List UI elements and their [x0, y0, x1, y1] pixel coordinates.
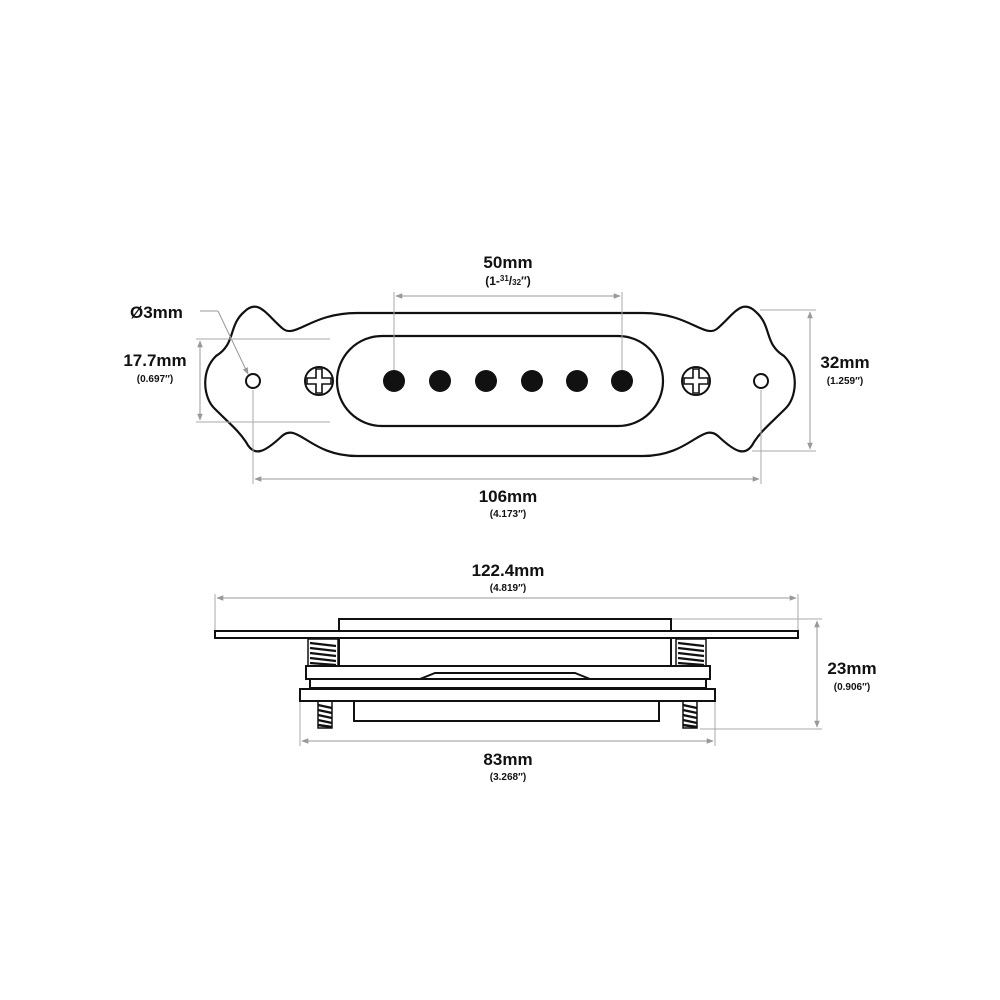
depth-dimension: 23mm (0.906″) — [672, 618, 877, 730]
pole-piece — [521, 370, 543, 392]
inner-height-imperial: (0.697″) — [137, 374, 173, 385]
overall-length-imperial: (4.819″) — [490, 583, 526, 594]
hole-diameter-callout: Ø3mm — [130, 303, 249, 375]
hole-spacing-imperial: (4.173″) — [490, 509, 526, 520]
depth-imperial: (0.906″) — [834, 682, 870, 693]
pole-piece — [383, 370, 405, 392]
hole-spacing-value: 106mm — [479, 487, 538, 506]
pole-piece — [475, 370, 497, 392]
side-mounting-plate — [214, 630, 799, 639]
pole-piece — [429, 370, 451, 392]
right-bottom-screw-icon — [682, 700, 698, 729]
bottom-length-value: 83mm — [483, 750, 532, 769]
side-view: 122.4mm (4.819″) 23mm (0.906″) 83mm (3.2… — [214, 561, 877, 783]
mounting-plate-outline — [204, 305, 796, 458]
tapered-base — [309, 672, 707, 689]
left-spring-icon — [307, 638, 339, 667]
pole-pieces — [383, 370, 633, 392]
depth-value: 23mm — [827, 659, 876, 678]
magnet-bar — [353, 700, 660, 722]
pole-span-value: 50mm — [483, 253, 532, 272]
outer-height-dimension: 32mm (1.259″) — [752, 309, 870, 452]
pickup-body — [335, 334, 665, 428]
hole-diameter-value: Ø3mm — [130, 303, 183, 322]
base-plate — [299, 688, 716, 702]
pole-piece — [611, 370, 633, 392]
inner-height-value: 17.7mm — [123, 351, 186, 370]
right-spring-icon — [675, 638, 707, 667]
outer-height-imperial: (1.259″) — [827, 376, 863, 387]
overall-length-dimension: 122.4mm (4.819″) — [214, 561, 799, 630]
pickup-body-side — [338, 637, 672, 667]
left-bottom-screw-icon — [317, 700, 333, 729]
left-mounting-hole — [245, 373, 261, 389]
overall-length-value: 122.4mm — [472, 561, 545, 580]
left-screw-icon — [304, 366, 334, 396]
top-view: 50mm (1-31/32″) Ø3mm 17.7mm (0.697″) 32m… — [123, 253, 869, 520]
inner-height-dimension: 17.7mm (0.697″) — [123, 338, 330, 423]
right-screw-icon — [681, 366, 711, 396]
outer-height-value: 32mm — [820, 353, 869, 372]
bottom-length-dimension: 83mm (3.268″) — [299, 702, 716, 783]
bottom-length-imperial: (3.268″) — [490, 772, 526, 783]
pole-piece — [566, 370, 588, 392]
right-mounting-hole — [753, 373, 769, 389]
pole-span-imperial: (1-31/32″) — [485, 274, 531, 288]
pickup-cover-top — [338, 618, 672, 632]
bobbin-plate — [305, 665, 711, 680]
pole-span-dimension: 50mm (1-31/32″) — [393, 253, 623, 370]
hole-spacing-dimension: 106mm (4.173″) — [252, 390, 762, 520]
